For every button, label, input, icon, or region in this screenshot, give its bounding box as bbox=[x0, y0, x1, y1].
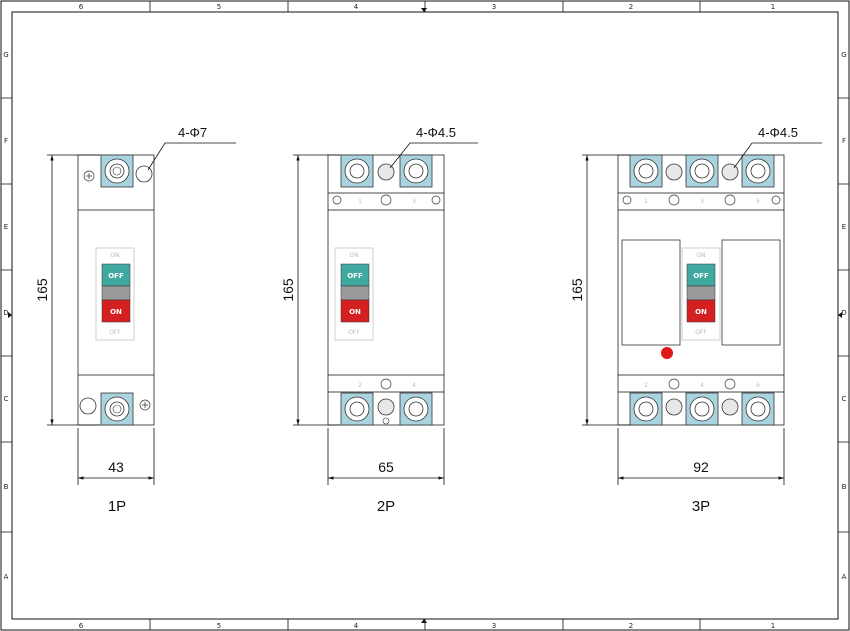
terminal-number: 4 bbox=[412, 382, 416, 389]
zone-col-5-bottom: 2 bbox=[629, 622, 633, 630]
on-button[interactable] bbox=[340, 299, 370, 323]
zone-col-5: 2 bbox=[629, 3, 633, 11]
terminal-number: 1 bbox=[358, 198, 362, 205]
breaker-caption: 1P bbox=[108, 498, 126, 515]
cross-screw-icon bbox=[380, 194, 392, 206]
zone-row-3: E bbox=[4, 223, 8, 231]
mounting-hole-icon bbox=[665, 398, 683, 416]
terminal-screw-icon bbox=[741, 392, 775, 426]
zone-col-1-bottom: 6 bbox=[79, 622, 84, 630]
zone-col-3: 4 bbox=[354, 3, 359, 11]
breaker-caption: 3P bbox=[692, 498, 710, 515]
cross-screw-icon bbox=[431, 195, 441, 205]
zone-col-1: 6 bbox=[79, 3, 84, 11]
mounting-hole-icon bbox=[135, 165, 153, 183]
cross-screw-icon bbox=[668, 378, 680, 390]
terminal-screw-icon bbox=[629, 154, 663, 188]
on-button-label: ON bbox=[110, 308, 122, 316]
zone-row-3-right: E bbox=[842, 223, 846, 231]
zone-row-7: A bbox=[4, 573, 9, 581]
off-button-label: OFF bbox=[347, 272, 363, 280]
terminal-number: 4 bbox=[700, 382, 704, 389]
height-dimension: 165 bbox=[569, 278, 585, 302]
breaker-3p: 1 3 5 ON OFF ON OFF 2 4 6 bbox=[569, 125, 822, 515]
terminal-screw-icon bbox=[340, 392, 374, 426]
zone-col-2: 5 bbox=[217, 3, 221, 11]
zone-col-6: 1 bbox=[771, 3, 775, 11]
off-button-label: OFF bbox=[108, 272, 124, 280]
zone-row-4-right: D bbox=[841, 309, 846, 317]
terminal-screw-icon bbox=[741, 154, 775, 188]
hole-callout: 4-Φ4.5 bbox=[416, 125, 456, 140]
switch-off-legend: OFF bbox=[109, 329, 121, 336]
cross-screw-icon bbox=[724, 194, 736, 206]
width-dimension: 65 bbox=[378, 459, 394, 475]
breaker-caption: 2P bbox=[377, 498, 395, 515]
switch-on-legend: ON bbox=[696, 252, 705, 259]
zone-row-5-right: C bbox=[842, 395, 847, 403]
cross-screw-icon bbox=[668, 194, 680, 206]
hole-callout: 4-Φ4.5 bbox=[758, 125, 798, 140]
test-button-indicator[interactable] bbox=[661, 347, 673, 359]
terminal-number: 3 bbox=[412, 198, 416, 205]
zone-row-4: D bbox=[3, 309, 8, 317]
mounting-hole-icon bbox=[377, 398, 395, 416]
on-button-label: ON bbox=[349, 308, 361, 316]
terminal-number: 2 bbox=[358, 382, 362, 389]
zone-row-5: C bbox=[4, 395, 9, 403]
zone-row-6-right: B bbox=[842, 483, 847, 491]
breaker-1p: ON OFF ON OFF 165 43 4-Φ7 1P bbox=[34, 125, 236, 515]
mounting-hole-icon bbox=[79, 397, 97, 415]
switch-off-legend: OFF bbox=[348, 329, 360, 336]
cross-screw-icon bbox=[724, 378, 736, 390]
terminal-screw-icon bbox=[685, 392, 719, 426]
width-dimension: 92 bbox=[693, 459, 709, 475]
mounting-hole-icon bbox=[665, 163, 683, 181]
cross-screw-icon bbox=[332, 195, 342, 205]
terminal-screw-icon bbox=[685, 154, 719, 188]
hole-callout: 4-Φ7 bbox=[178, 125, 207, 140]
mounting-hole-icon bbox=[721, 398, 739, 416]
zone-row-7-right: A bbox=[842, 573, 847, 581]
terminal-screw-icon bbox=[100, 392, 134, 426]
on-button[interactable] bbox=[686, 299, 716, 323]
zone-row-6: B bbox=[4, 483, 9, 491]
zone-col-3-bottom: 4 bbox=[354, 622, 359, 630]
cross-screw-icon bbox=[771, 195, 781, 205]
terminal-number: 3 bbox=[700, 198, 704, 205]
zone-row-1: G bbox=[3, 51, 8, 59]
zone-col-4-bottom: 3 bbox=[492, 622, 496, 630]
terminal-number: 1 bbox=[644, 198, 648, 205]
terminal-screw-icon bbox=[100, 154, 134, 188]
on-button-label: ON bbox=[695, 308, 707, 316]
cross-screw-icon bbox=[380, 378, 392, 390]
zone-col-6-bottom: 1 bbox=[771, 622, 775, 630]
cross-screw-icon bbox=[139, 399, 151, 411]
terminal-number: 2 bbox=[644, 382, 648, 389]
on-button[interactable] bbox=[101, 299, 131, 323]
terminal-screw-icon bbox=[629, 392, 663, 426]
off-button-label: OFF bbox=[693, 272, 709, 280]
height-dimension: 165 bbox=[280, 278, 296, 302]
switch-on-legend: ON bbox=[349, 252, 358, 259]
zone-col-4: 3 bbox=[492, 3, 496, 11]
terminal-number: 6 bbox=[756, 382, 760, 389]
terminal-screw-icon bbox=[399, 392, 433, 426]
cross-screw-icon bbox=[83, 170, 95, 182]
switch-on-legend: ON bbox=[110, 252, 119, 259]
width-dimension: 43 bbox=[108, 459, 124, 475]
zone-row-2: F bbox=[4, 137, 8, 145]
breaker-2p: 1 3 ON OFF ON OFF 2 4 165 65 4-Φ4.5 bbox=[280, 125, 478, 515]
zone-col-2-bottom: 5 bbox=[217, 622, 221, 630]
terminal-number: 5 bbox=[756, 198, 760, 205]
cross-screw-icon bbox=[622, 195, 632, 205]
terminal-screw-icon bbox=[399, 154, 433, 188]
height-dimension: 165 bbox=[34, 278, 50, 302]
zone-row-1-right: G bbox=[841, 51, 846, 59]
switch-off-legend: OFF bbox=[695, 329, 707, 336]
zone-row-2-right: F bbox=[842, 137, 846, 145]
terminal-screw-icon bbox=[340, 154, 374, 188]
